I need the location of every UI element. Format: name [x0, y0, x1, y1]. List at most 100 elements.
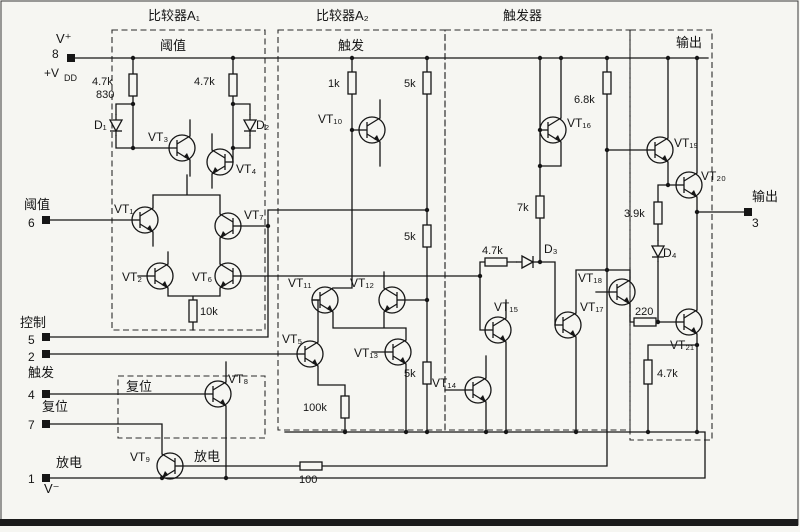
label-pin4: 4	[28, 388, 35, 402]
resistor-100	[299, 461, 323, 471]
label-vt8: VT₈	[228, 372, 248, 386]
label-r-4.7k-d: 4.7k	[657, 368, 678, 380]
scan-bottom-band	[0, 519, 798, 526]
transistor-vt16	[539, 116, 567, 144]
resistor-7k	[535, 195, 545, 219]
label-pin7: 7	[28, 418, 35, 432]
transistor-vt4	[206, 148, 234, 176]
section-titles: 比较器A₁ 比较器A₂ 触发器 输出 阈值 触发 复位 放电	[126, 8, 702, 464]
resistor-5k-mid	[422, 224, 432, 248]
label-r-5k-mid: 5k	[404, 231, 416, 243]
pin8-terminal	[67, 54, 75, 62]
label-vt14: VT₁₄	[432, 376, 456, 390]
output-box	[629, 29, 713, 441]
resistors	[128, 71, 663, 471]
transistor-vt3	[168, 134, 196, 162]
label-discharge-pin: 放电	[56, 455, 82, 470]
pin4-terminal	[42, 390, 50, 398]
label-r-4.7k-c: 4.7k	[482, 245, 503, 257]
flipflop-box	[444, 29, 631, 431]
resistor-3.9k	[653, 201, 663, 225]
resistor-5k-bottom	[422, 361, 432, 385]
label-vt6: VT₆	[192, 270, 212, 284]
label-r-100: 100	[299, 474, 317, 486]
section-boxes	[111, 29, 713, 441]
label-vt4: VT₄	[236, 162, 256, 176]
label-control-pin: 控制	[20, 315, 46, 330]
transistor-vt15	[484, 316, 512, 344]
diodes	[109, 113, 665, 269]
transistor-vt21	[675, 308, 703, 336]
section-title-output: 输出	[676, 35, 702, 50]
transistor-vt19	[646, 136, 674, 164]
resistor-5k-top	[422, 71, 432, 95]
label-d1: D₁	[94, 118, 107, 132]
resistor-220	[633, 317, 657, 327]
label-r-3.9k: 3.9k	[624, 208, 645, 220]
transistor-vt20	[675, 171, 703, 199]
resistor-6.8k	[602, 71, 612, 95]
transistors	[131, 116, 703, 480]
label-vt5: VT₅	[282, 332, 302, 346]
label-vt9: VT₉	[130, 450, 150, 464]
label-r-5k-top: 5k	[404, 78, 416, 90]
output-stage-wires	[647, 57, 698, 433]
label-vt16: VT₁₆	[567, 116, 591, 130]
transistor-vt7	[214, 212, 242, 240]
label-v-plus: V⁺	[56, 31, 72, 46]
label-r-220: 220	[635, 306, 653, 318]
transistor-vt13	[384, 338, 412, 366]
label-reset-box: 复位	[126, 379, 152, 394]
resistor-100k	[340, 395, 350, 419]
label-pin6: 6	[28, 216, 35, 230]
pin-wires	[49, 209, 745, 455]
resistor-4.7k-a1	[228, 73, 238, 97]
label-vt15: VT₁₅	[494, 300, 518, 314]
pin6-terminal	[42, 216, 50, 224]
label-r-4.7k-b: 4.7k	[194, 76, 215, 88]
transistor-vt12	[378, 286, 406, 314]
pin2-terminal	[42, 350, 50, 358]
power-and-ground-rails	[49, 57, 709, 479]
label-vt7: VT₇	[244, 208, 263, 222]
label-trigger-inner: 触发	[338, 38, 364, 53]
label-r-830: 830	[96, 89, 114, 101]
label-r-4.7k-a: 4.7k	[92, 76, 113, 88]
label-threshold-pin: 阈值	[24, 197, 50, 212]
label-r-100k: 100k	[303, 402, 327, 414]
label-vt19: VT₁₉	[674, 136, 698, 150]
resistor-4.7k-830	[128, 73, 138, 97]
transistor-vt2	[146, 262, 174, 290]
comparator-a2-box	[277, 29, 446, 431]
junction-dots	[130, 55, 700, 481]
label-reset-pin: 复位	[42, 399, 68, 414]
diode-d3	[515, 255, 539, 269]
transistor-vt14	[464, 376, 492, 404]
label-r-1k: 1k	[328, 78, 340, 90]
label-trigger-pin: 触发	[28, 365, 54, 380]
label-vt18: VT₁₈	[578, 271, 602, 285]
label-threshold-inner: 阈值	[160, 38, 186, 53]
label-vt21: VT₂₁	[670, 338, 694, 352]
diode-d2	[243, 113, 257, 137]
label-v-minus: V⁻	[44, 481, 60, 496]
component-labels: 4.7k 830 4.7k 10k 1k 5k 5k 5k 100k 4.7k …	[92, 76, 678, 486]
comparator-a1-box	[111, 29, 266, 331]
transistor-vt6	[214, 262, 242, 290]
label-pin2: 2	[28, 350, 35, 364]
label-pin3: 3	[752, 216, 759, 230]
label-vt12: VT₁₂	[350, 276, 374, 290]
label-r-6.8k: 6.8k	[574, 94, 595, 106]
pin3-terminal	[744, 208, 752, 216]
transistor-vt11	[311, 286, 339, 314]
comparator-a1-wires	[115, 57, 251, 479]
label-pin8: 8	[52, 47, 59, 61]
resistor-4.7k-ff	[484, 257, 508, 267]
label-vt10: VT₁₀	[318, 112, 342, 126]
label-discharge-inner: 放电	[194, 449, 220, 464]
resistor-1k	[347, 71, 357, 95]
label-vt17: VT₁₇	[580, 300, 604, 314]
label-vdd-subscript: DD	[64, 73, 77, 83]
